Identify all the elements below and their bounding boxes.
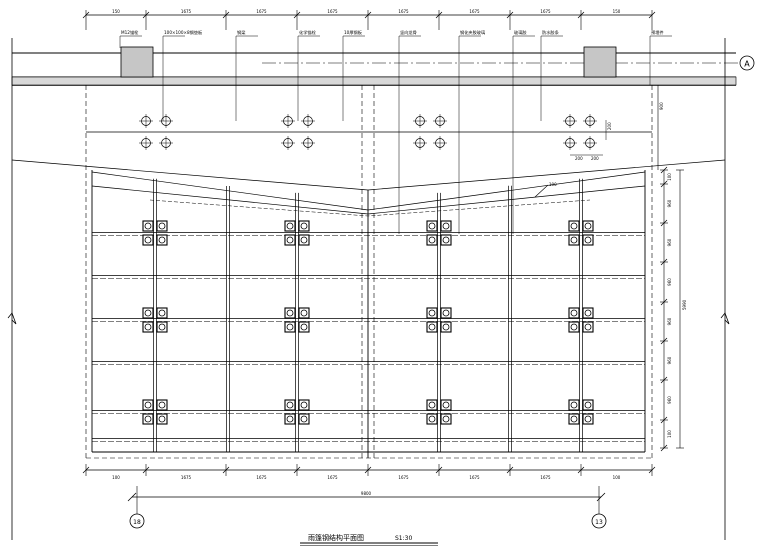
anchor-bolt bbox=[583, 136, 597, 150]
right-dimension-text: 960 bbox=[667, 238, 672, 246]
anchor-bolt bbox=[563, 114, 577, 128]
callout-label: 预埋件 bbox=[651, 29, 664, 36]
anchor-bolt bbox=[301, 136, 315, 150]
bolt-spacing-b: 200 bbox=[591, 156, 599, 161]
callout-label: 化学锚栓 bbox=[299, 29, 317, 36]
anchor-bolt-group bbox=[139, 114, 597, 150]
top-dimension-chain: 150 1675 1675 1675 1675 1675 1675 150 bbox=[82, 9, 656, 30]
outer-break-lines bbox=[7, 38, 730, 540]
right-top-dimension: 900 bbox=[659, 102, 664, 110]
connection-plate-group bbox=[284, 399, 310, 425]
connection-plate-group bbox=[284, 307, 310, 333]
top-dimension-text: 1675 bbox=[256, 9, 267, 14]
embedded-plate-right bbox=[583, 46, 617, 78]
anchor-bolt bbox=[433, 114, 447, 128]
grid-axis-18: 18 bbox=[129, 486, 145, 529]
connection-plate-group bbox=[142, 399, 168, 425]
right-dimension-text: 960 bbox=[667, 317, 672, 325]
connection-plate-group bbox=[426, 399, 452, 425]
callout-label: M12锚栓 bbox=[121, 29, 139, 36]
connection-plate-group bbox=[142, 220, 168, 246]
callout-label: 防水胶条 bbox=[542, 29, 560, 36]
callout-label: 玻璃胶 bbox=[514, 29, 527, 36]
canopy-outline bbox=[11, 85, 726, 459]
slope-annotation: 100 bbox=[534, 182, 557, 198]
drawing-title-block: 雨篷钢结构平面图 S1:30 bbox=[300, 533, 438, 546]
right-dimension-text: 960 bbox=[667, 199, 672, 207]
anchor-bolt bbox=[583, 114, 597, 128]
grid-axis-13: 13 bbox=[591, 486, 607, 529]
top-dimension-text: 150 bbox=[112, 9, 120, 14]
bottom-dimension-text: 1675 bbox=[256, 475, 267, 480]
anchor-bolt bbox=[301, 114, 315, 128]
right-dimension-text: 100 bbox=[667, 173, 672, 181]
callout-labels: M12锚栓 100×100×8钢垫板 钢梁 化学锚栓 10厚钢板 竖向龙骨 钢化夹胶玻璃 玻璃… bbox=[119, 29, 672, 234]
right-dimension-text: 960 bbox=[667, 396, 672, 404]
top-dimension-text: 1675 bbox=[469, 9, 480, 14]
bottom-dimension-text: 1675 bbox=[181, 475, 192, 480]
slope-label: 100 bbox=[549, 182, 557, 187]
right-overall-dimension: 5990 bbox=[682, 299, 687, 310]
bottom-dimension-text: 100 bbox=[613, 475, 621, 480]
top-dimension-text: 1675 bbox=[327, 9, 338, 14]
top-dimension-text: 150 bbox=[613, 9, 621, 14]
bottom-dimension-text: 1675 bbox=[398, 475, 409, 480]
connection-plate-group bbox=[568, 220, 594, 246]
connection-plate-group bbox=[568, 307, 594, 333]
callout-label: 10厚钢板 bbox=[344, 29, 363, 36]
grid-axis-a: A bbox=[739, 55, 755, 71]
grid-axis-18-label: 18 bbox=[133, 519, 141, 526]
bottom-dimension-text: 1675 bbox=[540, 475, 551, 480]
top-dimension-text: 1675 bbox=[398, 9, 409, 14]
callout-label: 钢化夹胶玻璃 bbox=[460, 29, 485, 36]
grid-axis-13-label: 13 bbox=[595, 519, 603, 526]
right-dimension-text: 960 bbox=[667, 356, 672, 364]
anchor-bolt bbox=[159, 136, 173, 150]
anchor-bolt bbox=[281, 136, 295, 150]
anchor-bolt bbox=[563, 136, 577, 150]
anchor-bolt bbox=[433, 136, 447, 150]
anchor-bolt bbox=[139, 136, 153, 150]
anchor-bolt bbox=[413, 136, 427, 150]
right-dimension-text: 100 bbox=[667, 430, 672, 438]
right-dimension-chain: 900 100 960 960 960 960 960 960 100 5990 bbox=[657, 85, 687, 452]
connection-plate-group bbox=[426, 220, 452, 246]
bolt-spacing-dims: 200 200 200 bbox=[570, 120, 612, 161]
steel-member-grid bbox=[92, 178, 645, 452]
connection-plate-group bbox=[568, 399, 594, 425]
anchor-bolt bbox=[281, 114, 295, 128]
bolt-spacing-a: 200 bbox=[575, 156, 583, 161]
callout-label: 钢梁 bbox=[237, 29, 246, 36]
anchor-bolt bbox=[159, 114, 173, 128]
connection-plate-group bbox=[426, 307, 452, 333]
top-dimension-text: 1675 bbox=[540, 9, 551, 14]
callout-label: 竖向龙骨 bbox=[400, 29, 417, 36]
anchor-bolt bbox=[139, 114, 153, 128]
drawing-title: 雨篷钢结构平面图 bbox=[308, 533, 364, 542]
embedded-plate-left bbox=[120, 46, 154, 78]
right-dimension-text: 960 bbox=[667, 278, 672, 286]
bottom-dimension-text: 100 bbox=[112, 475, 120, 480]
connection-plate-group bbox=[284, 220, 310, 246]
bottom-dimension-chain: 100 1675 1675 1675 1675 1675 1675 100 9800 bbox=[82, 464, 656, 502]
bolt-spacing-vertical: 200 bbox=[607, 122, 612, 130]
bottom-dimension-text: 1675 bbox=[469, 475, 480, 480]
anchor-bolt bbox=[413, 114, 427, 128]
top-dimension-text: 1675 bbox=[181, 9, 192, 14]
drawing-scale: S1:30 bbox=[395, 535, 412, 542]
bottom-overall-dimension: 9800 bbox=[361, 491, 372, 496]
connection-plate-group bbox=[142, 307, 168, 333]
grid-axis-a-label: A bbox=[744, 60, 750, 69]
bottom-dimension-text: 1675 bbox=[327, 475, 338, 480]
connection-plate-groups bbox=[142, 220, 594, 425]
callout-label: 100×100×8钢垫板 bbox=[164, 29, 203, 36]
